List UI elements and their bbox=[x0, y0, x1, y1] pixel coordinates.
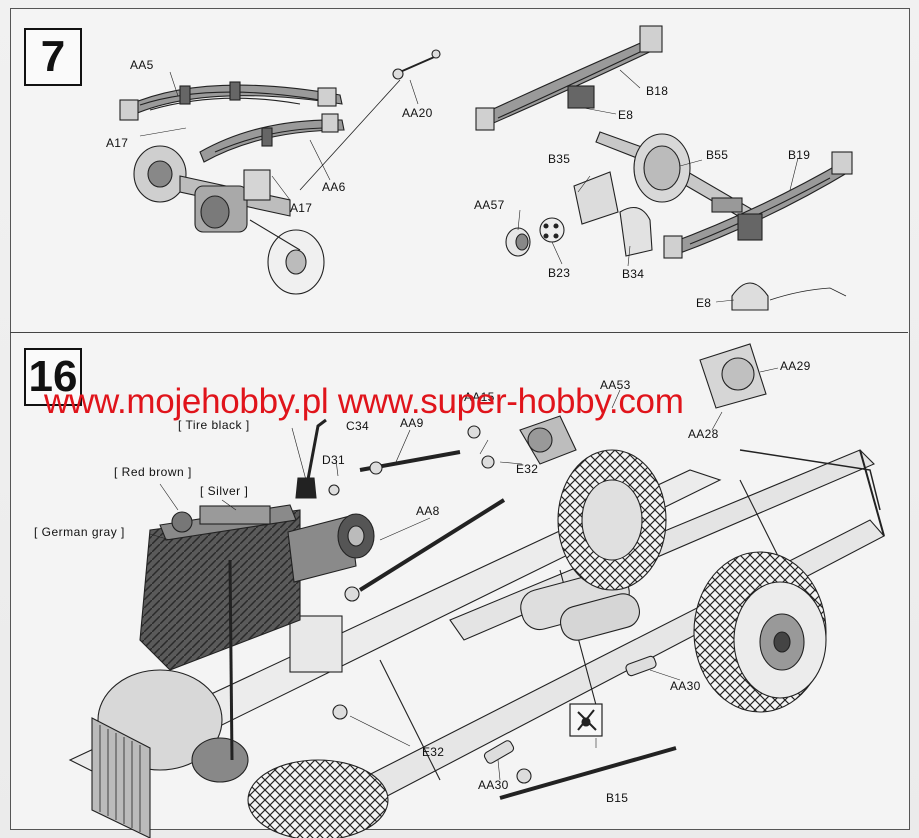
gear-lever bbox=[295, 418, 327, 499]
label-aa28: AA28 bbox=[688, 427, 719, 441]
watermark-text: www.mojehobby.pl www.super-hobby.com bbox=[44, 382, 684, 421]
label-c34: C34 bbox=[346, 419, 369, 433]
leaf-spring-b18 bbox=[475, 25, 663, 131]
label-aa57: AA57 bbox=[474, 198, 505, 212]
leaf-spring-b19 bbox=[663, 151, 853, 259]
rear-wheels bbox=[557, 449, 827, 713]
step7-art bbox=[119, 25, 853, 311]
label-e32-top: E32 bbox=[516, 462, 539, 476]
label-b55: B55 bbox=[706, 148, 729, 162]
drive-shafts bbox=[344, 450, 677, 800]
label-d31: D31 bbox=[322, 453, 345, 467]
label-b19: B19 bbox=[788, 148, 811, 162]
paint-tire-black: [ Tire black ] bbox=[178, 418, 250, 432]
paint-german-gray: [ German gray ] bbox=[34, 525, 125, 539]
label-aa53: AA53 bbox=[600, 378, 631, 392]
u-bolt-e8 bbox=[731, 282, 847, 311]
label-e8-top: E8 bbox=[618, 108, 634, 122]
label-aa29: AA29 bbox=[780, 359, 811, 373]
paint-silver: [ Silver ] bbox=[200, 484, 249, 498]
label-aa20: AA20 bbox=[402, 106, 433, 120]
gearbox bbox=[287, 513, 375, 583]
small-parts bbox=[328, 425, 657, 764]
label-b23: B23 bbox=[548, 266, 571, 280]
label-aa6: AA6 bbox=[322, 180, 346, 194]
paint-red-brown: [ Red brown ] bbox=[114, 465, 192, 479]
leader-lines-step16 bbox=[149, 367, 779, 781]
shackle-aa20 bbox=[299, 49, 441, 191]
step-number-7: 7 bbox=[24, 28, 82, 86]
label-e32-bottom: E32 bbox=[422, 745, 445, 759]
step-divider bbox=[10, 332, 908, 333]
label-aa30-left: AA30 bbox=[478, 778, 509, 792]
step-number-16: 16 bbox=[24, 348, 82, 406]
label-b34: B34 bbox=[622, 267, 645, 281]
label-a17-right: A17 bbox=[290, 201, 313, 215]
front-axle bbox=[133, 145, 325, 295]
label-aa8: AA8 bbox=[416, 504, 440, 518]
differential bbox=[519, 343, 767, 465]
leaf-spring-aa5 bbox=[119, 81, 343, 121]
label-a17-left: A17 bbox=[106, 136, 129, 150]
leader-lines-step7 bbox=[139, 69, 799, 303]
engine-block bbox=[139, 504, 301, 761]
label-b15: B15 bbox=[606, 791, 629, 805]
label-aa9: AA9 bbox=[400, 416, 424, 430]
label-aa5: AA5 bbox=[130, 58, 154, 72]
bushing-parts bbox=[505, 171, 653, 257]
label-aa15: AA15 bbox=[464, 390, 495, 404]
label-e8-bottom: E8 bbox=[696, 296, 712, 310]
label-b18: B18 bbox=[646, 84, 669, 98]
label-aa30-right: AA30 bbox=[670, 679, 701, 693]
label-b35: B35 bbox=[548, 152, 571, 166]
rear-axle-b55 bbox=[595, 131, 761, 225]
leaf-spring-aa6 bbox=[199, 113, 345, 163]
no-glue-icon bbox=[569, 703, 603, 737]
radiator bbox=[91, 717, 151, 838]
step16-art bbox=[68, 343, 885, 838]
